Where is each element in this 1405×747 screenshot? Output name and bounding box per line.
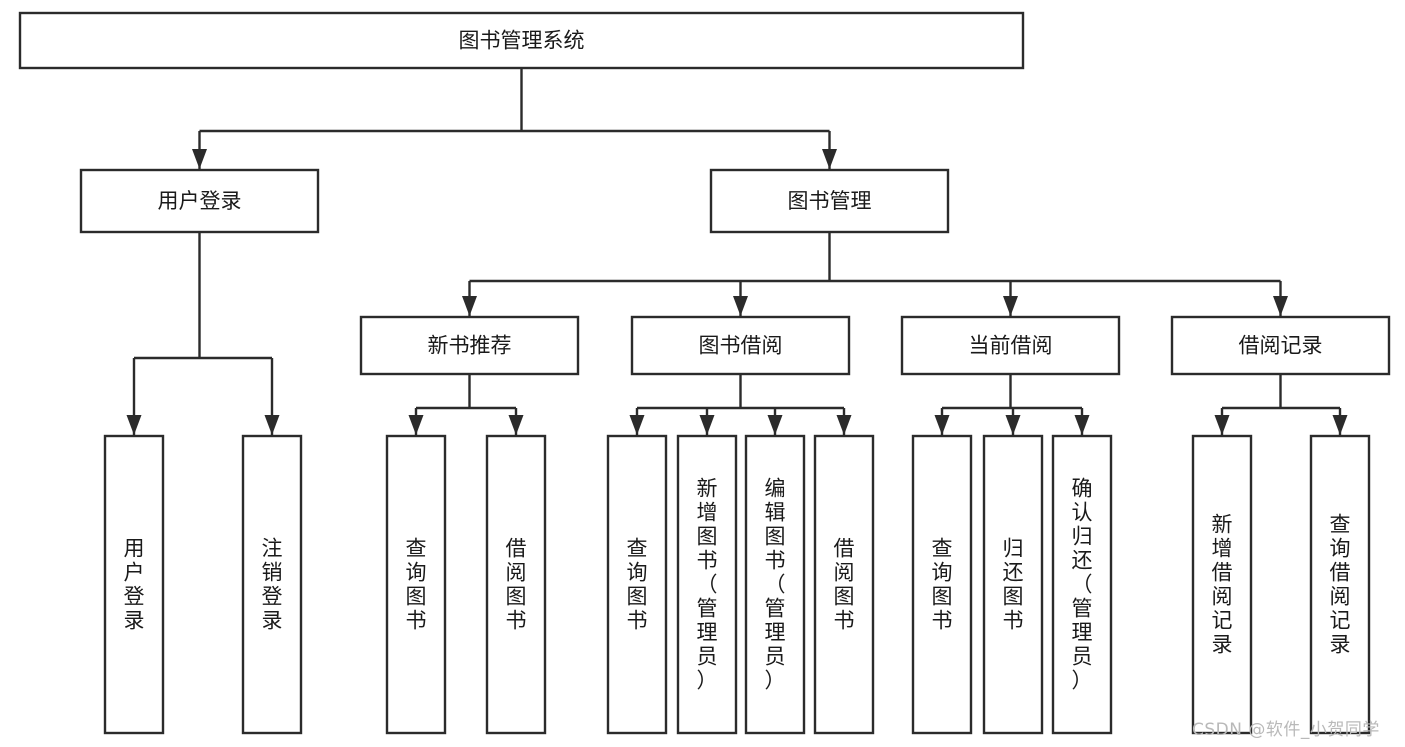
- node-leaf-borrow-book-2[interactable]: 借阅图书: [813, 434, 875, 735]
- node-box: [1309, 434, 1371, 735]
- node-leaf-query-book-2[interactable]: 查询图书: [606, 434, 668, 735]
- node-label: 编辑图书（管理员）: [765, 477, 786, 693]
- node-box: [485, 434, 547, 735]
- arrow-head-icon: [126, 415, 142, 435]
- arrow-head-icon: [1003, 296, 1018, 316]
- node-label: 注销登录: [262, 537, 283, 633]
- edge-group-book-manage: [462, 232, 1288, 316]
- node-label: 借阅图书: [506, 537, 527, 633]
- node-box: [241, 434, 303, 735]
- node-label: 新书推荐: [428, 334, 512, 358]
- arrow-head-icon: [192, 149, 207, 169]
- arrow-head-icon: [934, 415, 950, 435]
- node-leaf-query-record[interactable]: 查询借阅记录: [1309, 434, 1371, 735]
- node-leaf-add-record[interactable]: 新增借阅记录: [1191, 434, 1253, 735]
- arrow-head-icon: [629, 415, 645, 435]
- node-label: 借阅记录: [1239, 334, 1323, 358]
- node-book-manage[interactable]: 图书管理: [709, 168, 950, 234]
- node-box: [385, 434, 447, 735]
- node-box: [709, 168, 950, 234]
- node-label: 确认归还（管理员）: [1072, 477, 1093, 693]
- node-leaf-user-login[interactable]: 用户登录: [103, 434, 165, 735]
- node-box: [79, 168, 320, 234]
- node-box: [103, 434, 165, 735]
- node-label: 归还图书: [1003, 537, 1024, 633]
- edge-group-new-book-rec: [408, 374, 524, 435]
- node-leaf-borrow-book-1[interactable]: 借阅图书: [485, 434, 547, 735]
- node-current-borrow[interactable]: 当前借阅: [900, 315, 1121, 376]
- node-label: 当前借阅: [969, 334, 1053, 358]
- node-label: 新增借阅记录: [1212, 513, 1233, 657]
- arrow-head-icon: [699, 415, 715, 435]
- node-box: [900, 315, 1121, 376]
- node-box: [1170, 315, 1391, 376]
- node-leaf-add-book[interactable]: 新增图书（管理员）: [676, 434, 738, 735]
- node-label: 图书管理系统: [459, 29, 585, 53]
- arrow-head-icon: [836, 415, 852, 435]
- arrow-head-icon: [1074, 415, 1090, 435]
- node-label: 借阅图书: [834, 537, 855, 633]
- node-new-book-rec[interactable]: 新书推荐: [359, 315, 580, 376]
- edge-group-user-login: [126, 232, 280, 435]
- edge-group-root: [192, 68, 837, 169]
- node-label: 查询图书: [627, 537, 648, 633]
- node-box: [982, 434, 1044, 735]
- node-box: [18, 11, 1025, 70]
- node-label: 查询借阅记录: [1330, 513, 1351, 657]
- arrow-head-icon: [1332, 415, 1348, 435]
- node-label: 查询图书: [932, 537, 953, 633]
- node-label: 图书借阅: [699, 334, 783, 358]
- arrow-head-icon: [767, 415, 783, 435]
- node-leaf-confirm-return[interactable]: 确认归还（管理员）: [1051, 434, 1113, 735]
- node-label: 用户登录: [158, 189, 242, 213]
- node-box: [606, 434, 668, 735]
- node-borrow-record[interactable]: 借阅记录: [1170, 315, 1391, 376]
- node-box: [1051, 434, 1113, 735]
- arrow-head-icon: [408, 415, 424, 435]
- node-box: [676, 434, 738, 735]
- arrow-head-icon: [1214, 415, 1230, 435]
- edge-group-current-borrow: [934, 374, 1090, 435]
- node-user-login[interactable]: 用户登录: [79, 168, 320, 234]
- arrow-head-icon: [822, 149, 837, 169]
- node-label: 查询图书: [406, 537, 427, 633]
- node-box: [1191, 434, 1253, 735]
- node-leaf-query-book-1[interactable]: 查询图书: [385, 434, 447, 735]
- node-box: [744, 434, 806, 735]
- node-root[interactable]: 图书管理系统: [18, 11, 1025, 70]
- arrow-head-icon: [733, 296, 748, 316]
- nodes-layer: 图书管理系统用户登录图书管理新书推荐图书借阅当前借阅借阅记录用户登录注销登录查询…: [18, 11, 1391, 735]
- arrow-head-icon: [1005, 415, 1021, 435]
- edge-group-book-borrow: [629, 374, 852, 435]
- node-leaf-query-book-3[interactable]: 查询图书: [911, 434, 973, 735]
- arrow-head-icon: [462, 296, 477, 316]
- node-label: 图书管理: [788, 189, 872, 213]
- node-leaf-return-book[interactable]: 归还图书: [982, 434, 1044, 735]
- node-book-borrow[interactable]: 图书借阅: [630, 315, 851, 376]
- arrow-head-icon: [1273, 296, 1288, 316]
- arrow-head-icon: [508, 415, 524, 435]
- node-box: [359, 315, 580, 376]
- node-label: 用户登录: [124, 537, 145, 633]
- node-label: 新增图书（管理员）: [697, 477, 718, 693]
- node-leaf-logout[interactable]: 注销登录: [241, 434, 303, 735]
- node-leaf-edit-book[interactable]: 编辑图书（管理员）: [744, 434, 806, 735]
- edge-group-borrow-record: [1214, 374, 1348, 435]
- node-box: [630, 315, 851, 376]
- edges-layer: [126, 68, 1348, 435]
- node-box: [813, 434, 875, 735]
- arrow-head-icon: [264, 415, 280, 435]
- node-box: [911, 434, 973, 735]
